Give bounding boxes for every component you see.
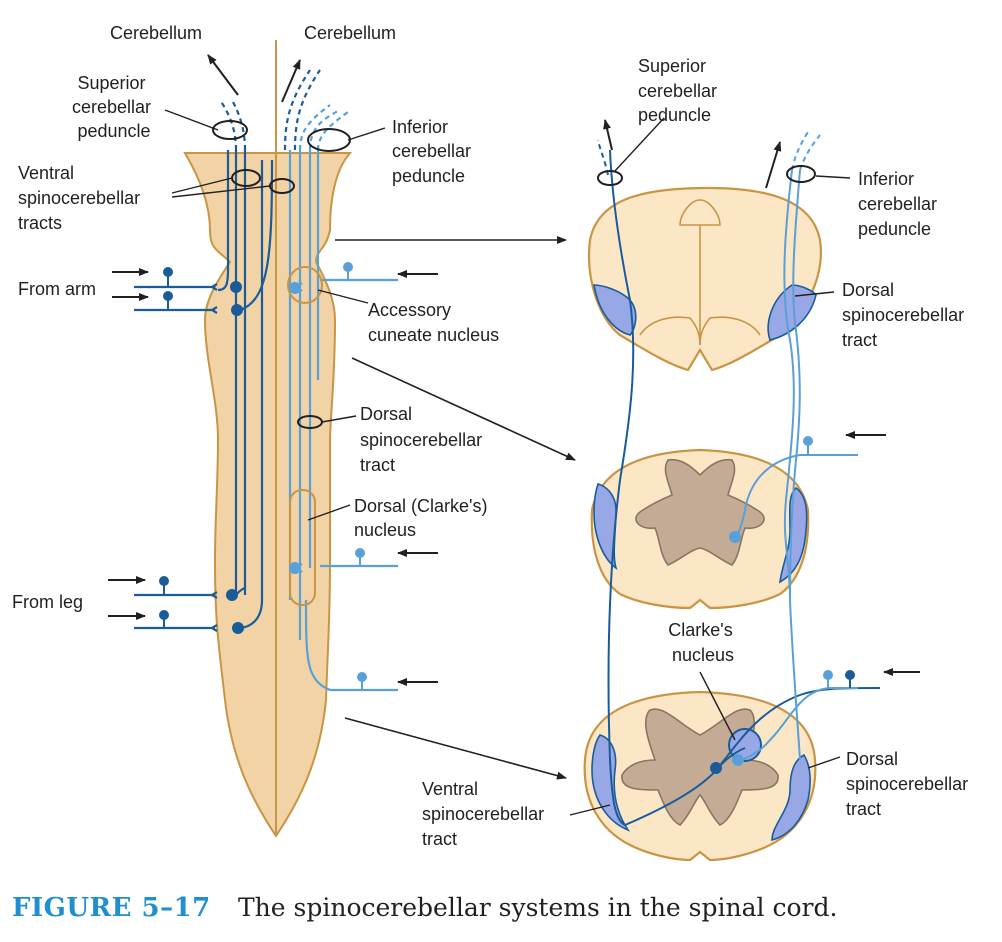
dorsal-neurons-left xyxy=(289,262,367,690)
accessory-cuneate-oval xyxy=(287,266,323,304)
label-clarkes-nucleus-right: Clarke's nucleus xyxy=(668,620,737,665)
arrows-right xyxy=(603,119,920,676)
labels: Cerebellum Cerebellum Superior cerebella… xyxy=(12,23,973,849)
connector-arrows xyxy=(335,236,576,780)
ventral-tract-area-mid-left xyxy=(593,483,618,571)
label-ventral-tracts: Ventral spinocerebellar tracts xyxy=(18,163,145,233)
label-cerebellum-left: Cerebellum xyxy=(110,23,202,43)
label-superior-peduncle-left: Superior cerebellar peduncle xyxy=(72,73,156,141)
label-cerebellum-right: Cerebellum xyxy=(304,23,396,43)
ventral-fibers-left xyxy=(134,150,274,632)
leader-lines xyxy=(164,109,851,816)
input-arrows-left xyxy=(108,54,438,686)
label-inferior-peduncle-left: Inferior cerebellar peduncle xyxy=(392,117,476,186)
tract-markers-right xyxy=(597,165,816,186)
label-clarkes-nucleus-left: Dorsal (Clarke's) nucleus xyxy=(354,496,492,540)
cross-section-lumbar xyxy=(583,690,817,862)
label-dorsal-tract-left: Dorsal spinocerebellar tract xyxy=(360,404,487,475)
cross-section-thoracic xyxy=(590,448,810,610)
label-dorsal-tract-right-top: Dorsal spinocerebellar tract xyxy=(842,280,969,350)
ventral-tract-area-top-left xyxy=(593,284,637,336)
label-dorsal-tract-right-bottom: Dorsal spinocerebellar tract xyxy=(846,749,973,819)
figure-caption: FIGURE 5–17 The spinocerebellar systems … xyxy=(12,893,837,923)
ventral-tract-area-bottom-left xyxy=(591,734,631,832)
label-accessory-cuneate: Accessory cuneate nucleus xyxy=(368,300,499,345)
label-from-arm: From arm xyxy=(18,279,96,299)
figure-number: FIGURE 5–17 xyxy=(12,893,211,923)
label-superior-peduncle-right: Superior cerebellar peduncle xyxy=(638,56,722,125)
label-inferior-peduncle-right: Inferior cerebellar peduncle xyxy=(858,169,942,239)
cross-section-cervical xyxy=(588,186,822,372)
label-ventral-tract-right: Ventral spinocerebellar tract xyxy=(422,779,549,849)
ventral-neurons-left xyxy=(159,267,244,634)
neurons-right xyxy=(710,436,855,774)
figure-caption-text: The spinocerebellar systems in the spina… xyxy=(238,893,837,922)
longitudinal-spinal-cord xyxy=(108,40,438,838)
dorsal-dashes-right xyxy=(791,131,821,171)
dorsal-dashes-left xyxy=(298,104,349,151)
label-from-leg: From leg xyxy=(12,592,83,612)
dorsal-tract-area-bottom-right xyxy=(771,753,811,842)
clarkes-column-outline xyxy=(289,489,316,606)
ventral-dashes-right xyxy=(597,139,609,176)
cross-sections xyxy=(583,119,920,862)
